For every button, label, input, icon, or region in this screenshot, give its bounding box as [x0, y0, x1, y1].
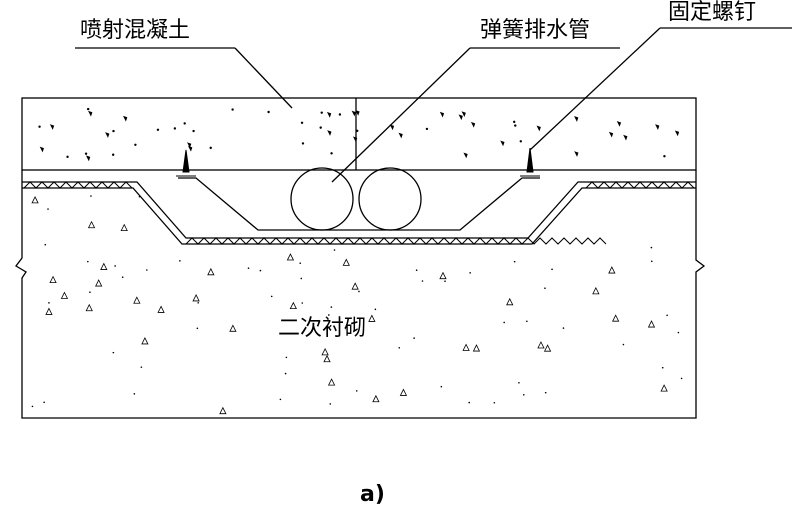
secondary-lining-outline — [15, 170, 706, 419]
leader-pipe-diag — [331, 47, 471, 183]
label-secondary-lining: 二次衬砌 — [278, 316, 367, 341]
concrete-aggregate-speckles — [31, 107, 683, 415]
drain-pipe-left — [290, 167, 354, 231]
leader-screw-diag — [529, 27, 661, 151]
leader-shotcrete-diag — [234, 47, 293, 109]
shotcrete-layer — [21, 97, 697, 171]
lining-surface-trough — [22, 181, 696, 239]
lining-surface-trough-inner — [22, 187, 696, 245]
hatch-bottom — [185, 237, 607, 245]
label-spring-drain-pipe: 弹簧排水管 — [480, 18, 591, 43]
waterproof-membrane — [178, 177, 540, 231]
hatch-right — [585, 181, 695, 189]
label-shotcrete: 喷射混凝土 — [80, 18, 191, 43]
label-fixing-screw: 固定螺钉 — [668, 0, 757, 25]
drain-pipe-right — [358, 167, 422, 231]
fixing-screw-left — [182, 149, 190, 173]
hatch-left — [23, 181, 133, 189]
figure-label: a) — [360, 482, 385, 507]
fixing-screw-right — [526, 147, 534, 173]
